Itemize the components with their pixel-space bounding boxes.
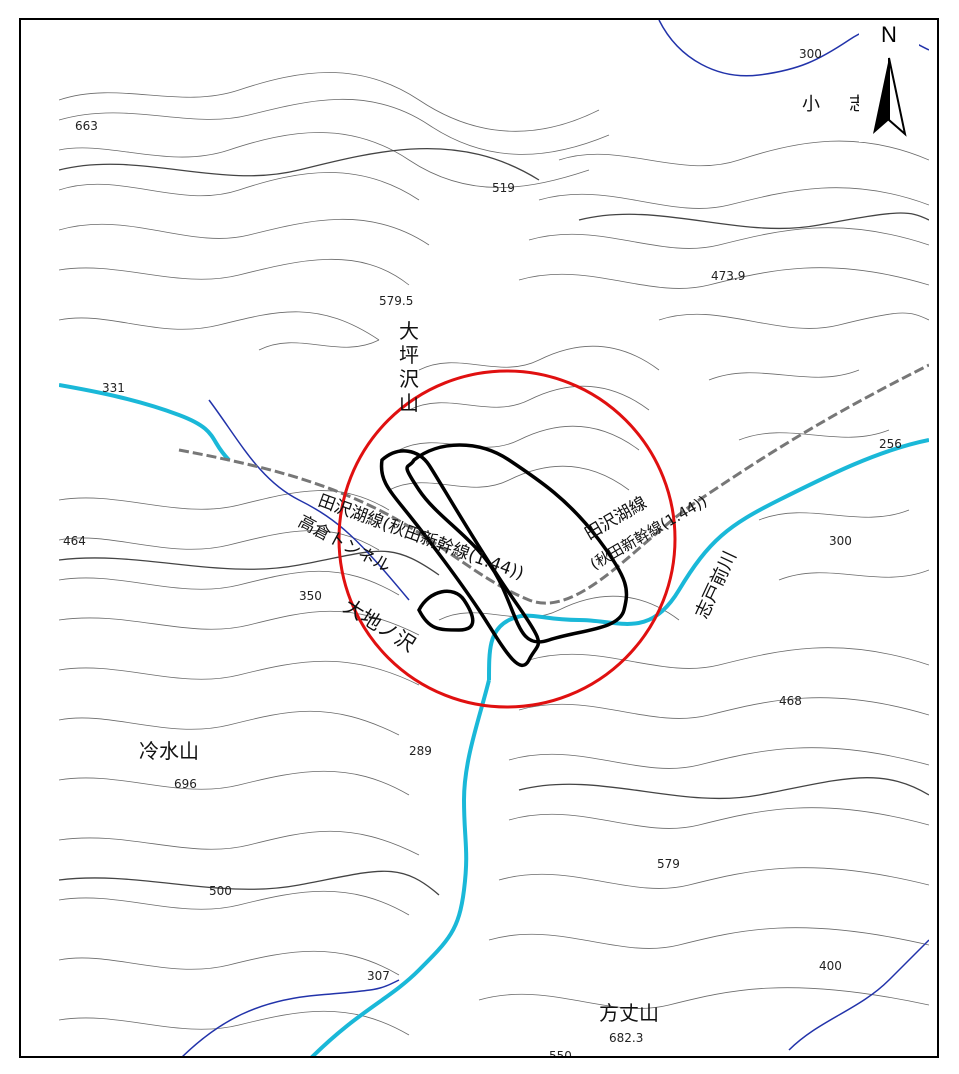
- contour-index-lines: [59, 147, 929, 896]
- river: [59, 383, 929, 1056]
- oitsubozawa-char-2: 坪: [399, 343, 419, 367]
- topographic-map[interactable]: 大 坪 沢 山 冷水山 方丈山 小 志 大地ノ沢 志戸前川 田沢湖線(秋田新幹線…: [59, 20, 929, 1058]
- railway: [178, 363, 929, 605]
- map-frame: 大 坪 沢 山 冷水山 方丈山 小 志 大地ノ沢 志戸前川 田沢湖線(秋田新幹線…: [19, 18, 939, 1058]
- place-label-ko: 小: [802, 94, 820, 115]
- contour-label-300-right: 300: [829, 534, 852, 548]
- place-label-oitsubozawa: 大 坪 沢 山: [399, 319, 419, 415]
- map-canvas: 大 坪 沢 山 冷水山 方丈山 小 志 大地ノ沢 志戸前川 田沢湖線(秋田新幹線…: [59, 20, 929, 1058]
- contour-label-400: 400: [819, 959, 842, 973]
- elevation-256: 256: [879, 437, 902, 451]
- oitsubozawa-char-1: 大: [399, 319, 419, 343]
- elevation-331: 331: [102, 381, 125, 395]
- contour-lines: [59, 72, 929, 1036]
- elevation-519: 519: [492, 181, 515, 195]
- contour-label-500: 500: [209, 884, 232, 898]
- elevation-663: 663: [75, 119, 98, 133]
- elevation-696: 696: [174, 777, 197, 791]
- place-label-reisui: 冷水山: [139, 739, 199, 763]
- elevation-307: 307: [367, 969, 390, 983]
- north-arrow-icon: [873, 57, 907, 137]
- highlight-circle: [337, 369, 677, 709]
- oitsubozawa-char-3: 沢: [399, 367, 419, 391]
- contour-label-550: 550: [549, 1049, 572, 1058]
- elevation-473-9: 473.9: [711, 269, 745, 283]
- place-label-houjou: 方丈山: [599, 1001, 659, 1025]
- oitsubozawa-char-4: 山: [399, 391, 419, 415]
- streams: [182, 20, 929, 1056]
- landslide-outline[interactable]: [379, 443, 629, 668]
- north-label: N: [881, 22, 897, 47]
- elevation-682-3: 682.3: [609, 1031, 643, 1045]
- elevation-468: 468: [779, 694, 802, 708]
- contour-label-350: 350: [299, 589, 322, 603]
- contour-label-300-top: 300: [799, 47, 822, 61]
- elevation-579-5: 579.5: [379, 294, 413, 308]
- elevation-464: 464: [63, 534, 86, 548]
- north-arrow: N: [859, 22, 919, 142]
- elevation-289: 289: [409, 744, 432, 758]
- elevation-579: 579: [657, 857, 680, 871]
